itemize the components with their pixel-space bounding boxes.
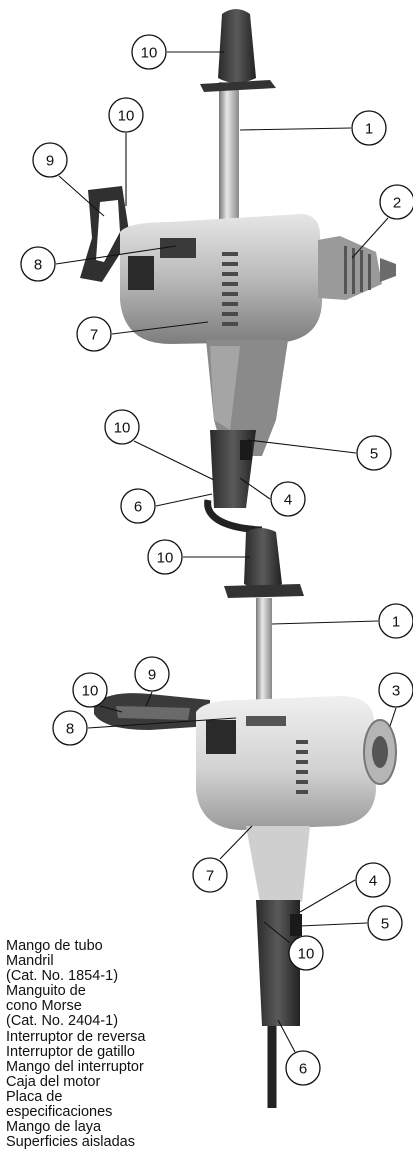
callout-number: 5	[381, 916, 389, 933]
callout-10: 10	[109, 98, 143, 132]
callout-4: 4	[271, 482, 305, 516]
callout-number: 10	[141, 45, 158, 62]
callout-6: 6	[286, 1051, 320, 1085]
legend-line: (Cat. No. 1854-1)	[6, 969, 206, 984]
callout-5: 5	[368, 906, 402, 940]
parts-legend: Mango de tubo Mandril (Cat. No. 1854-1) …	[6, 939, 206, 1150]
callout-number: 9	[148, 667, 156, 684]
callout-10: 10	[132, 35, 166, 69]
callout-7: 7	[193, 858, 227, 892]
callout-9: 9	[135, 657, 169, 691]
callout-number: 10	[157, 550, 174, 567]
callout-1: 1	[379, 604, 413, 638]
callout-8: 8	[21, 247, 55, 281]
callout-number: 4	[369, 873, 377, 890]
callout-10: 10	[148, 540, 182, 574]
legend-line: (Cat. No. 2404-1)	[6, 1014, 206, 1029]
callout-number: 6	[134, 499, 142, 516]
legend-line: Mango de tubo	[6, 939, 206, 954]
callout-10: 10	[73, 673, 107, 707]
callout-number: 8	[66, 721, 74, 738]
callout-number: 7	[90, 327, 98, 344]
callout-3: 3	[379, 673, 413, 707]
callout-10: 10	[105, 410, 139, 444]
callout-number: 10	[298, 946, 315, 963]
legend-line: Mandril	[6, 954, 206, 969]
callout-number: 8	[34, 257, 42, 274]
legend-line: cono Morse	[6, 999, 206, 1014]
callout-number: 10	[82, 683, 99, 700]
callout-number: 10	[114, 420, 131, 437]
legend-line: especificaciones	[6, 1105, 206, 1120]
callout-2: 2	[380, 185, 413, 219]
callout-8: 8	[53, 711, 87, 745]
callout-number: 10	[118, 108, 135, 125]
legend-line: Interruptor de gatillo	[6, 1045, 206, 1060]
callout-number: 1	[392, 614, 400, 631]
legend-line: Mango del interruptor	[6, 1060, 206, 1075]
callout-number: 9	[46, 153, 54, 170]
legend-line: Placa de	[6, 1090, 206, 1105]
legend-line: Caja del motor	[6, 1075, 206, 1090]
callout-5: 5	[357, 436, 391, 470]
callout-number: 7	[206, 868, 214, 885]
callout-number: 6	[299, 1061, 307, 1078]
legend-line: Manguito de	[6, 984, 206, 999]
legend-line: Superficies aisladas	[6, 1135, 206, 1150]
callout-6: 6	[121, 489, 155, 523]
callout-7: 7	[77, 317, 111, 351]
callout-1: 1	[352, 111, 386, 145]
callout-4: 4	[356, 863, 390, 897]
legend-line: Mango de laya	[6, 1120, 206, 1135]
callout-number: 2	[393, 195, 401, 212]
callout-number: 5	[370, 446, 378, 463]
callout-number: 1	[365, 121, 373, 138]
callout-9: 9	[33, 143, 67, 177]
callout-number: 3	[392, 683, 400, 700]
callout-10: 10	[289, 936, 323, 970]
callout-number: 4	[284, 492, 292, 509]
legend-line: Interruptor de reversa	[6, 1030, 206, 1045]
